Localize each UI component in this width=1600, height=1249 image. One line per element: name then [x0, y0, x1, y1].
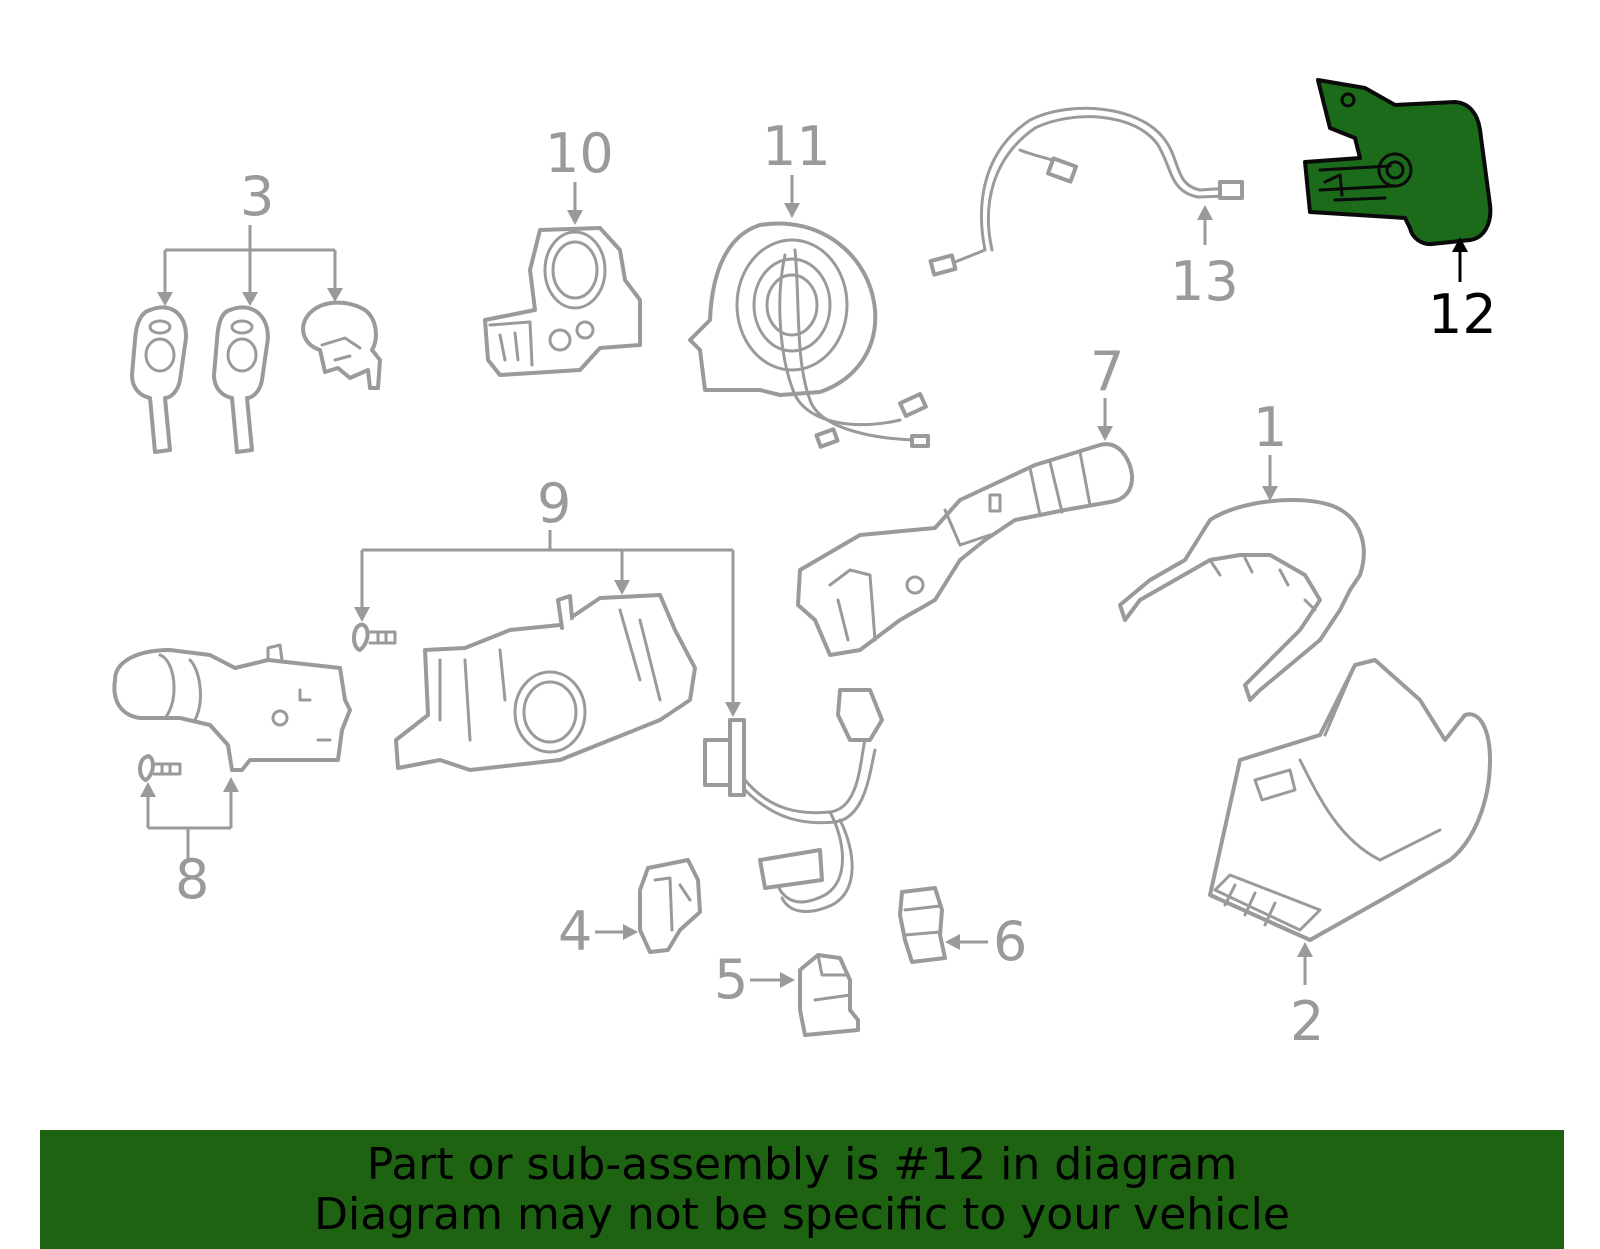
- part-7-wiper-switch[interactable]: [796, 442, 1135, 657]
- callout-7: 7: [1090, 340, 1124, 403]
- part-8-turn-signal-switch[interactable]: [112, 643, 352, 772]
- callout-3: 3: [240, 165, 274, 228]
- banner-line-part: Part or sub-assembly is #12 in diagram: [366, 1138, 1238, 1190]
- callout-5-leader: [750, 972, 795, 988]
- part-3-keys[interactable]: [130, 300, 382, 454]
- callout-8: 8: [175, 848, 209, 911]
- part-2-lower-cover[interactable]: [1208, 658, 1492, 942]
- callout-12-leader: [1452, 237, 1468, 282]
- part-9-combination-switch[interactable]: [394, 593, 697, 772]
- part-12-bracket[interactable]: [1303, 78, 1493, 247]
- part-10-steering-sensor[interactable]: [483, 226, 642, 377]
- callout-7-leader: [1097, 398, 1113, 441]
- callout-8-leader: [140, 777, 239, 860]
- info-banner: Part or sub-assembly is #12 in diagram D…: [40, 1130, 1564, 1249]
- callout-4: 4: [558, 900, 592, 963]
- callout-10: 10: [545, 122, 614, 185]
- part-6-switch[interactable]: [898, 886, 947, 964]
- part-11-clock-spring[interactable]: [688, 221, 930, 449]
- callout-12: 12: [1428, 283, 1497, 346]
- part-4-switch[interactable]: [638, 858, 702, 954]
- callout-9-leader: [354, 530, 741, 717]
- callout-5: 5: [714, 948, 748, 1011]
- banner-line-disclaimer: Diagram may not be specific to your vehi…: [314, 1188, 1290, 1240]
- callout-4-leader: [595, 924, 638, 940]
- callout-2-leader: [1297, 942, 1313, 985]
- part-9-harness[interactable]: [703, 688, 884, 913]
- part-1-upper-cover[interactable]: [1118, 498, 1366, 702]
- callout-2: 2: [1290, 990, 1324, 1053]
- callout-13-leader: [1197, 205, 1213, 245]
- callout-6-leader: [945, 934, 988, 950]
- callout-11: 11: [762, 115, 831, 178]
- part-8-screw[interactable]: [138, 754, 182, 782]
- callout-6: 6: [993, 910, 1027, 973]
- callout-9: 9: [537, 472, 571, 535]
- callout-3-leader: [157, 225, 343, 306]
- callout-1-leader: [1262, 455, 1278, 501]
- callout-11-leader: [784, 175, 800, 218]
- part-13-wire-harness[interactable]: [928, 106, 1244, 277]
- callout-1: 1: [1253, 396, 1287, 459]
- callout-10-leader: [567, 182, 583, 225]
- callout-13: 13: [1170, 250, 1239, 313]
- part-5-switch[interactable]: [798, 953, 860, 1037]
- part-9-screw[interactable]: [352, 622, 397, 652]
